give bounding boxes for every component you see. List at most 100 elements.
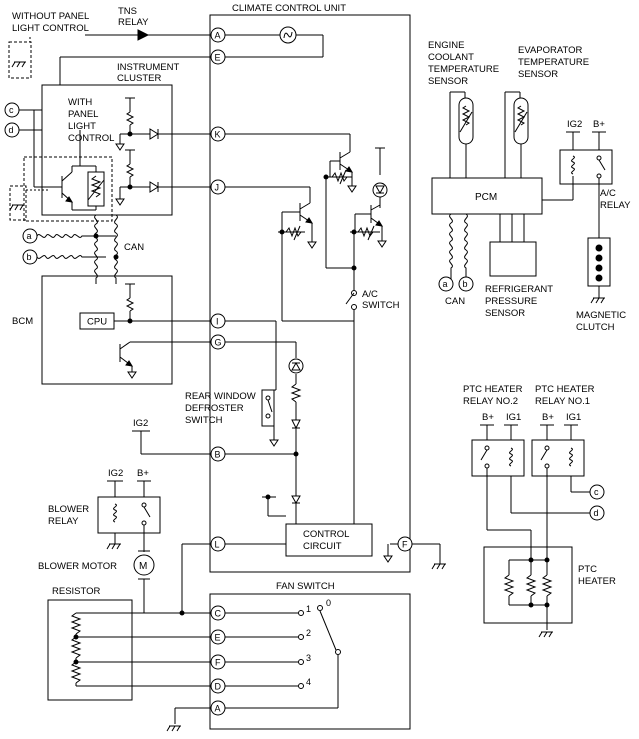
refrigerant-label-3: SENSOR — [485, 308, 525, 319]
ig1-label-ptc2: IG1 — [506, 412, 521, 423]
svg-text:J: J — [215, 183, 220, 193]
svg-text:c: c — [594, 487, 599, 497]
refrigerant-label-2: PRESSURE — [485, 296, 537, 307]
ac-relay-label-1: A/C — [600, 188, 616, 199]
fan-pos-3: 3 — [306, 653, 311, 663]
svg-text:d: d — [594, 508, 599, 518]
svg-text:D: D — [215, 682, 222, 692]
ptc-relay2-label-1: PTC HEATER — [463, 384, 523, 395]
svg-text:I: I — [216, 317, 219, 327]
ptc-relay2-box — [471, 439, 525, 477]
resistor-box — [47, 599, 133, 701]
ac-switch-label-1: A/C — [362, 289, 378, 300]
ptc-heater-box — [483, 546, 573, 624]
ptc-heater-label-2: HEATER — [578, 576, 616, 587]
instrument-cluster-box — [41, 84, 173, 216]
svg-text:d: d — [9, 125, 14, 135]
fan-switch-title: FAN SWITCH — [276, 581, 335, 592]
bplus-label-ptc2: B+ — [482, 412, 494, 423]
instrument-cluster-label-1: INSTRUMENT — [117, 62, 179, 73]
ref-a-right — [438, 276, 454, 292]
ig2-label-b: IG2 — [133, 418, 148, 429]
svg-text:b: b — [27, 252, 32, 262]
evaporator-label-1: EVAPORATOR — [518, 45, 583, 56]
svg-text:b: b — [463, 279, 468, 289]
rear-window-label-1: REAR WINDOW — [185, 391, 256, 402]
bcm-box — [41, 275, 173, 385]
control-circuit-label-2: CIRCUIT — [303, 541, 342, 552]
can-twisted-pair — [36, 234, 106, 238]
ig1-label-ptc1: IG1 — [566, 412, 581, 423]
svg-text:L: L — [215, 540, 220, 550]
tns-relay-label-2: RELAY — [118, 17, 149, 28]
svg-text:A: A — [215, 31, 221, 41]
ptc-relay1-label-1: PTC HEATER — [535, 384, 595, 395]
refrigerant-label-1: REFRIGERANT — [485, 284, 553, 295]
ptc-relay1-box — [531, 439, 585, 477]
arrow-icon — [137, 29, 150, 41]
svg-text:a: a — [443, 279, 448, 289]
svg-text:E: E — [215, 53, 221, 63]
bplus-label-blower: B+ — [137, 468, 149, 479]
engine-coolant-label-4: SENSOR — [428, 76, 468, 87]
ref-b-right — [458, 276, 474, 292]
refrigerant-sensor-box — [489, 241, 537, 277]
svg-text:F: F — [402, 540, 408, 550]
svg-text:F: F — [215, 658, 221, 668]
blower-relay-label-2: RELAY — [48, 516, 79, 527]
climate-control-unit-box — [209, 14, 411, 573]
ptc-heater-label-1: PTC — [578, 564, 597, 575]
climate-unit-title: CLIMATE CONTROL UNIT — [232, 3, 346, 14]
ac-relay-label-2: RELAY — [600, 200, 631, 211]
control-circuit-label-1: CONTROL — [303, 529, 349, 540]
svg-text:a: a — [27, 231, 32, 241]
ptc-relay1-label-2: RELAY NO.1 — [535, 396, 590, 407]
engine-coolant-label-3: TEMPERATURE — [428, 64, 499, 75]
svg-text:K: K — [215, 130, 221, 140]
tns-relay-label-1: TNS — [118, 6, 137, 17]
control-circuit-box — [285, 523, 373, 557]
with-panel-label-3: LIGHT — [68, 121, 96, 132]
magnetic-clutch-label-1: MAGNETIC — [576, 310, 626, 321]
svg-text:A: A — [215, 704, 221, 714]
with-panel-label-4: CONTROL — [68, 133, 114, 144]
without-panel-label-1: WITHOUT PANEL — [12, 11, 89, 22]
pcm-label: PCM — [475, 192, 497, 203]
with-panel-label-2: PANEL — [68, 109, 98, 120]
svg-text:C: C — [215, 609, 222, 619]
instrument-cluster-label-2: CLUSTER — [117, 73, 161, 84]
svg-text:B: B — [215, 450, 221, 460]
ref-c-right — [589, 484, 605, 500]
fan-pos-0: 0 — [326, 598, 331, 608]
can-label-left: CAN — [124, 242, 144, 253]
ig2-label-blower: IG2 — [108, 468, 123, 479]
engine-coolant-label-1: ENGINE — [428, 40, 464, 51]
bplus-label-ptc1: B+ — [542, 412, 554, 423]
svg-text:G: G — [215, 338, 222, 348]
magnetic-clutch-label-2: CLUTCH — [576, 322, 615, 333]
resistor-label: RESISTOR — [52, 586, 101, 597]
bplus-label-ac: B+ — [593, 119, 605, 130]
rear-window-label-2: DEFROSTER — [185, 403, 244, 414]
without-panel-label-2: LIGHT CONTROL — [12, 23, 89, 34]
fan-pos-2: 2 — [306, 628, 311, 638]
evaporator-label-2: TEMPERATURE — [518, 57, 589, 68]
bcm-label: BCM — [12, 316, 33, 327]
ref-d-right — [589, 505, 605, 521]
ac-switch-label-2: SWITCH — [362, 300, 400, 311]
blower-motor-icon — [133, 554, 155, 576]
rear-defroster-switch-box[interactable] — [261, 389, 275, 427]
blower-motor-label: BLOWER MOTOR — [38, 561, 117, 572]
cpu-box — [79, 312, 115, 330]
fan-pos-4: 4 — [306, 677, 311, 687]
fan-pos-1: 1 — [306, 604, 311, 614]
fan-switch-wiper[interactable] — [335, 649, 341, 655]
with-panel-label-1: WITH — [68, 97, 92, 108]
can-label-right: CAN — [445, 296, 465, 307]
motor-label: M — [139, 561, 147, 572]
ig2-label-ac: IG2 — [567, 119, 582, 130]
without-panel-box — [8, 41, 32, 79]
ptc-relay2-label-2: RELAY NO.2 — [463, 396, 518, 407]
evaporator-label-3: SENSOR — [518, 69, 558, 80]
